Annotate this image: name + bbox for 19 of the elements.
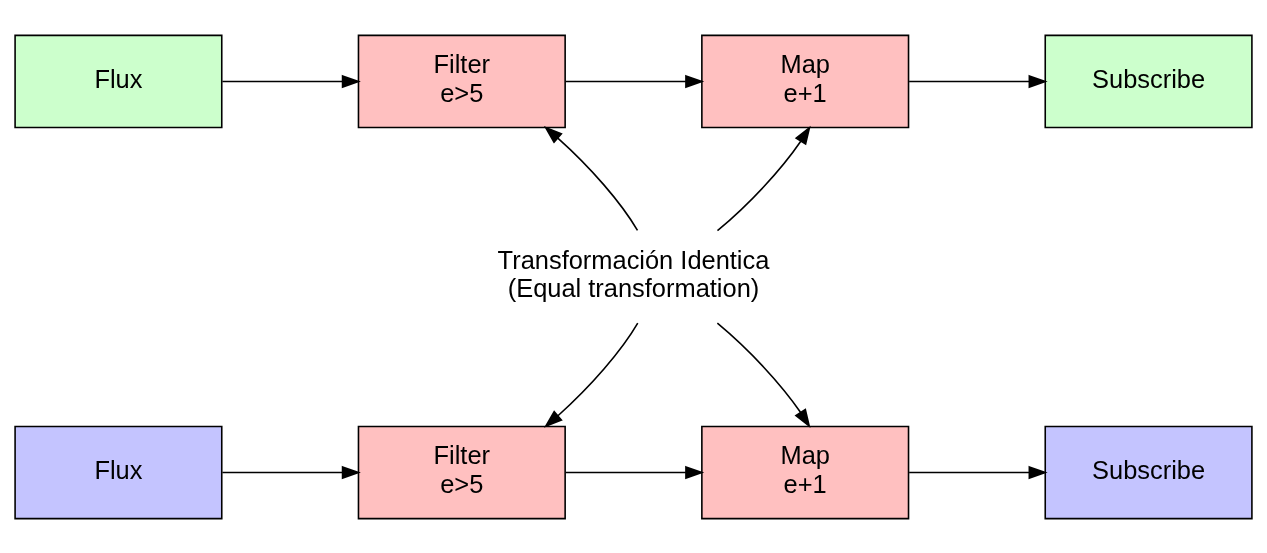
node-box: Subscribe bbox=[1044, 425, 1253, 519]
arrow bbox=[221, 74, 361, 88]
arrow bbox=[716, 321, 811, 428]
node-box: Subscribe bbox=[1044, 34, 1253, 128]
node-box: Flux bbox=[14, 34, 223, 128]
node-box: Map e+1 bbox=[701, 34, 910, 128]
arrow bbox=[564, 465, 705, 479]
arrow bbox=[716, 125, 811, 231]
arrow bbox=[564, 74, 705, 88]
arrow bbox=[543, 321, 639, 428]
node-text: Transformación Identica (Equal transformation) bbox=[497, 245, 770, 302]
arrow bbox=[543, 125, 639, 231]
arrow bbox=[908, 465, 1048, 479]
arrow bbox=[221, 465, 361, 479]
node-box: Flux bbox=[14, 425, 223, 519]
node-box: Filter e>5 bbox=[357, 34, 566, 128]
node-box: Map e+1 bbox=[701, 425, 910, 519]
arrow bbox=[908, 74, 1048, 88]
node-box: Filter e>5 bbox=[357, 425, 566, 519]
